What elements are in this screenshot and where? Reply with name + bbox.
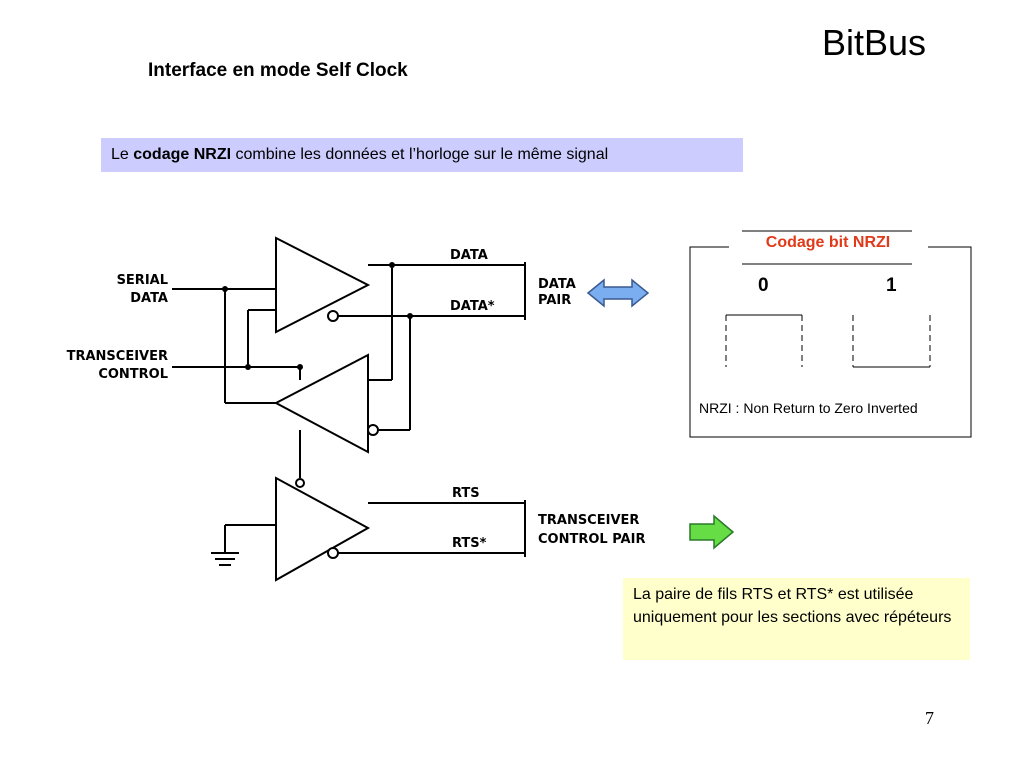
driver-triangle: [275, 236, 371, 334]
banner-emphasis: codage NRZI: [133, 146, 232, 163]
label-transceiver-1: TRANSCEIVER: [67, 349, 168, 364]
banner-prefix: Le: [111, 146, 134, 163]
label-data-star: DATA*: [450, 299, 495, 314]
label-serial-1: SERIAL: [117, 273, 168, 288]
banner-suffix: combine les données et l’horloge sur le …: [231, 146, 609, 163]
bit-one-label: 1: [886, 275, 897, 296]
bit-zero-label: 0: [758, 275, 769, 296]
double-arrow-icon: [586, 278, 650, 308]
label-control-pair-2: CONTROL PAIR: [538, 532, 645, 547]
label-control-pair-1: TRANSCEIVER: [538, 513, 639, 528]
label-rts: RTS: [452, 486, 480, 501]
page-number: 7: [925, 708, 934, 728]
slide-subtitle: Interface en mode Self Clock: [148, 60, 408, 81]
label-serial-2: DATA: [130, 291, 168, 306]
receiver-triangle: [273, 353, 369, 454]
rts-driver-triangle: [275, 476, 371, 582]
rts-note: La paire de fils RTS et RTS* est utilisé…: [623, 578, 970, 660]
slide-title: BitBus: [822, 22, 927, 63]
label-data-pair-2: PAIR: [538, 293, 571, 308]
nrzi-box-label: Codage bit NRZI: [765, 234, 891, 251]
label-transceiver-2: CONTROL: [98, 367, 168, 382]
right-arrow-icon: [689, 514, 735, 550]
nrzi-description: NRZI : Non Return to Zero Inverted: [699, 400, 918, 416]
label-data-pair-1: DATA: [538, 277, 576, 292]
nrzi-banner: Le codage NRZI combine les données et l’…: [101, 138, 743, 172]
label-rts-star: RTS*: [452, 536, 487, 551]
label-data: DATA: [450, 248, 488, 263]
